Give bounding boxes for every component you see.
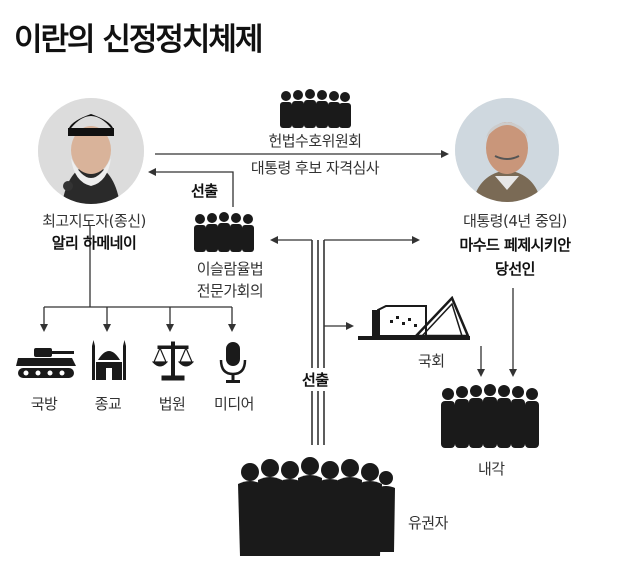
tank-icon	[16, 348, 76, 378]
experts-label: 이슬람율법	[196, 260, 264, 278]
arrow-experts-to-leader	[148, 168, 234, 207]
experts-assembly-silhouettes-icon	[194, 212, 254, 252]
leader-portrait	[38, 98, 144, 204]
leader-name: 알리 하메네이	[51, 234, 137, 252]
president-portrait	[455, 98, 559, 202]
voters-label: 유권자	[408, 514, 448, 532]
voters-silhouettes-icon	[238, 457, 395, 556]
cabinet-silhouettes-icon	[441, 384, 539, 448]
guardian-council-role: 대통령 후보 자격심사	[250, 159, 380, 177]
president-name: 마수드 페제시키안	[459, 236, 571, 254]
experts-label-2: 전문가회의	[196, 282, 264, 300]
president-name-2: 당선인	[495, 260, 535, 278]
cabinet-label: 내각	[478, 460, 505, 478]
control-label-court: 법원	[158, 395, 186, 413]
control-label-defense: 국방	[30, 395, 58, 413]
president-role: 대통령(4년 중임)	[463, 212, 567, 230]
mosque-icon	[92, 340, 126, 380]
scales-icon	[152, 341, 194, 381]
election-label-voters: 선출	[300, 368, 331, 391]
guardian-council-label: 헌법수호위원회	[268, 132, 362, 150]
leader-role: 최고지도자(종신)	[42, 212, 146, 230]
guardian-council-silhouettes-icon	[280, 89, 351, 128]
control-label-religion: 종교	[94, 395, 122, 413]
page-title: 이란의 신정정치체제	[14, 22, 263, 58]
control-label-media: 미디어	[214, 395, 254, 413]
election-label-experts: 선출	[191, 182, 218, 200]
parliament-label: 국회	[418, 352, 445, 370]
microphone-icon	[219, 342, 247, 383]
parliament-building-icon	[358, 296, 470, 340]
